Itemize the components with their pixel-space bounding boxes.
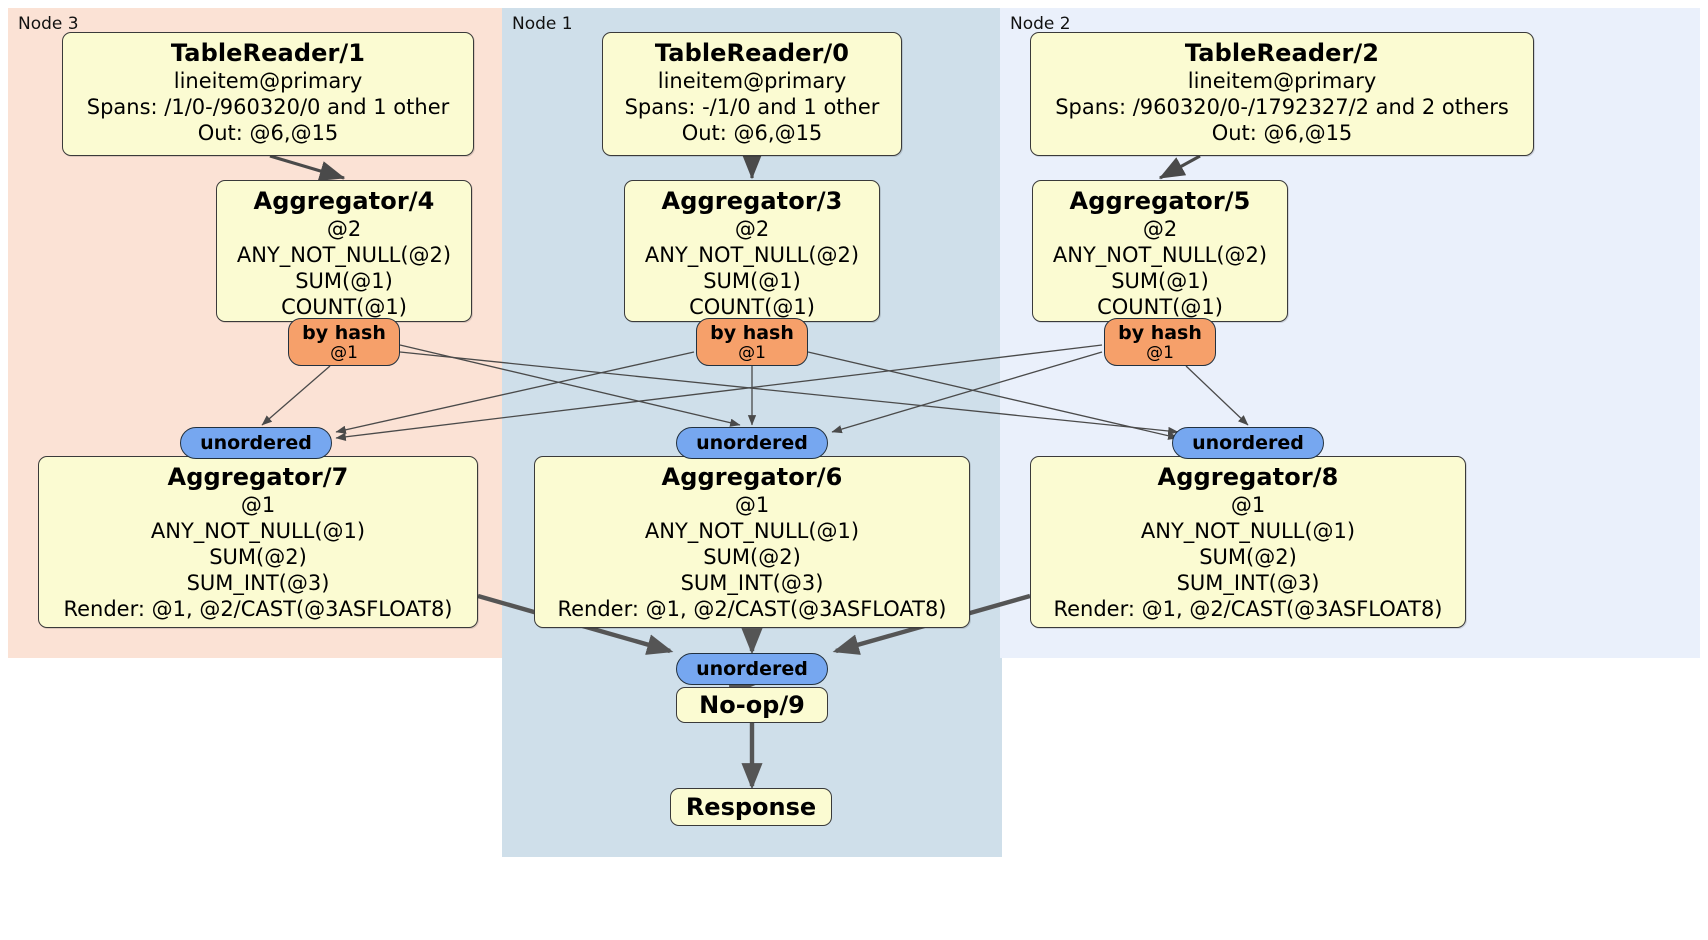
- node-region-label-node3: Node 3: [18, 14, 79, 34]
- processor-detail-line: Spans: -/1/0 and 1 other: [624, 95, 880, 119]
- processor-title: TableReader/2: [1184, 39, 1380, 67]
- processor-detail-line: lineitem@primary: [657, 69, 847, 93]
- processor-detail-line: Render: @1, @2/CAST(@3ASFLOAT8): [1053, 597, 1443, 621]
- processor-detail-line: SUM(@1): [295, 269, 393, 293]
- hash-router-column: @1: [738, 342, 766, 363]
- processor-detail-line: ANY_NOT_NULL(@1): [644, 519, 860, 543]
- processor-title: Aggregator/3: [661, 187, 843, 215]
- processor-detail-line: Out: @6,@15: [197, 121, 339, 145]
- processor-detail-line: Spans: /1/0-/960320/0 and 1 other: [86, 95, 450, 119]
- processor-title: Aggregator/8: [1157, 463, 1339, 491]
- processor-detail-line: ANY_NOT_NULL(@1): [1140, 519, 1356, 543]
- processor-detail-line: SUM(@2): [209, 545, 307, 569]
- hash-router-column: @1: [1146, 342, 1174, 363]
- hash-router-label: by hash: [710, 322, 794, 344]
- processor-detail-line: SUM(@2): [1199, 545, 1297, 569]
- processor-detail-line: lineitem@primary: [173, 69, 363, 93]
- processor-detail-line: COUNT(@1): [281, 295, 407, 319]
- processor-detail-line: ANY_NOT_NULL(@2): [644, 243, 860, 267]
- unordered-synchronizer-unordered-final[interactable]: unordered: [676, 653, 828, 685]
- processor-detail-line: @2: [326, 217, 362, 241]
- box-noop9[interactable]: No-op/9: [676, 687, 828, 723]
- processor-detail-line: COUNT(@1): [689, 295, 815, 319]
- processor-detail-line: Render: @1, @2/CAST(@3ASFLOAT8): [63, 597, 453, 621]
- hash-router-column: @1: [330, 342, 358, 363]
- processor-detail-line: COUNT(@1): [1097, 295, 1223, 319]
- processor-title: Aggregator/6: [661, 463, 843, 491]
- processor-detail-line: SUM(@2): [703, 545, 801, 569]
- processor-detail-line: @1: [734, 493, 770, 517]
- box-response[interactable]: Response: [670, 788, 832, 826]
- processor-title: TableReader/1: [170, 39, 366, 67]
- unordered-synchronizer-unordered-center[interactable]: unordered: [676, 427, 828, 459]
- hash-router-badge-hash-center[interactable]: by hash@1: [696, 318, 808, 366]
- processor-detail-line: Out: @6,@15: [1211, 121, 1353, 145]
- processor-detail-line: SUM_INT(@3): [680, 571, 824, 595]
- hash-router-label: by hash: [302, 322, 386, 344]
- processor-detail-line: @1: [1230, 493, 1266, 517]
- processor-detail-line: SUM(@1): [1111, 269, 1209, 293]
- processor-detail-line: @2: [734, 217, 770, 241]
- processor-detail-line: SUM_INT(@3): [186, 571, 330, 595]
- unordered-synchronizer-unordered-left[interactable]: unordered: [180, 427, 332, 459]
- processor-detail-line: SUM_INT(@3): [1176, 571, 1320, 595]
- hash-router-badge-hash-left[interactable]: by hash@1: [288, 318, 400, 366]
- processor-detail-line: ANY_NOT_NULL(@2): [236, 243, 452, 267]
- node-region-label-node2: Node 2: [1010, 14, 1071, 34]
- processor-detail-line: lineitem@primary: [1187, 69, 1377, 93]
- processor-detail-line: @1: [240, 493, 276, 517]
- processor-detail-line: SUM(@1): [703, 269, 801, 293]
- hash-router-label: by hash: [1118, 322, 1202, 344]
- processor-detail-line: Out: @6,@15: [681, 121, 823, 145]
- processor-detail-line: Spans: /960320/0-/1792327/2 and 2 others: [1055, 95, 1509, 119]
- hash-router-badge-hash-right[interactable]: by hash@1: [1104, 318, 1216, 366]
- processor-detail-line: ANY_NOT_NULL(@2): [1052, 243, 1268, 267]
- processor-detail-line: @2: [1142, 217, 1178, 241]
- processor-title: Aggregator/5: [1069, 187, 1251, 215]
- processor-title: TableReader/0: [654, 39, 850, 67]
- unordered-synchronizer-unordered-right[interactable]: unordered: [1172, 427, 1324, 459]
- processor-title: Aggregator/7: [167, 463, 349, 491]
- processor-title: Aggregator/4: [253, 187, 435, 215]
- node-region-label-node1: Node 1: [512, 14, 573, 34]
- processor-detail-line: ANY_NOT_NULL(@1): [150, 519, 366, 543]
- processor-detail-line: Render: @1, @2/CAST(@3ASFLOAT8): [557, 597, 947, 621]
